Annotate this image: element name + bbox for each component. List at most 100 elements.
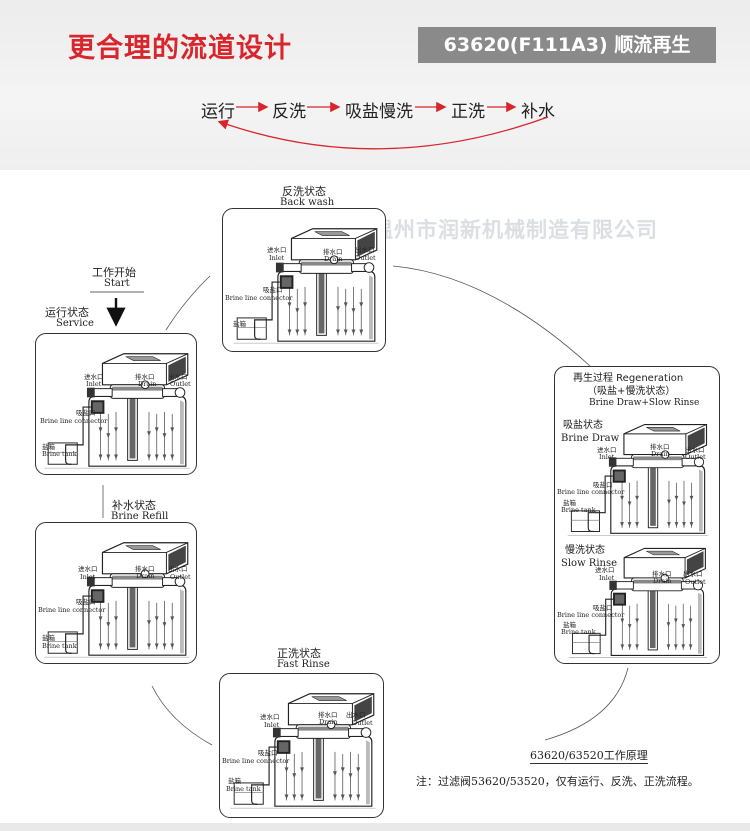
backwash-outlet-cn: 出水口 (355, 246, 375, 254)
service-outlet-en: Outlet (170, 380, 191, 388)
flow-step-backwash: 反洗 (272, 102, 306, 122)
curve-regen-fastrinse (544, 667, 629, 741)
regen-title: 再生过程 Regeneration (573, 373, 684, 384)
fast-rinse-tank-cn: 盐箱 (228, 777, 241, 785)
slow-rinse-outlet-en: Outlet (685, 578, 706, 586)
slow-rinse-diagram (563, 541, 713, 661)
service-outlet-cn: 出水口 (168, 373, 188, 381)
service-drain-en: Drain (138, 380, 157, 388)
fast-rinse-brine-en: Brine line connector (222, 757, 290, 765)
refill-drain-en: Drain (136, 572, 155, 580)
service-panel: 进水口 Inlet 排水口 Drain 出水口 Outlet 吸盐口 Brine… (35, 333, 197, 475)
page-title: 更合理的流道设计 (68, 33, 292, 64)
backwash-inlet-cn: 进水口 (267, 246, 287, 254)
brine-draw-drain-cn: 排水口 (650, 443, 670, 451)
bottom-band (0, 823, 750, 831)
fast-rinse-inlet-cn: 进水口 (260, 713, 280, 721)
service-tank-en: Brine tank (42, 450, 77, 458)
service-inlet-en: Inlet (86, 380, 102, 388)
brine-draw-outlet-en: Outlet (685, 453, 706, 461)
footer-note: 注：过滤阀53620/53520，仅有运行、反洗、正洗流程。 (416, 775, 699, 788)
refill-panel: 进水口 Inlet 排水口 Drain 出水口 Outlet 吸盐口 Brine… (35, 522, 197, 664)
start-label-en: Start (104, 278, 130, 289)
refill-inlet-cn: 进水口 (78, 565, 98, 573)
slow-rinse-inlet-en: Inlet (599, 574, 615, 582)
service-brine-en: Brine line connector (40, 417, 108, 425)
watermark: 温州市润新机械制造有限公司 (372, 218, 658, 242)
brine-draw-tank-cn: 盐箱 (563, 499, 576, 507)
backwash-inlet-en: Inlet (269, 254, 285, 262)
brine-draw-brine-cn: 吸盐口 (593, 481, 613, 489)
slow-rinse-inlet-cn: 进水口 (595, 566, 615, 574)
curve-backwash-regen (392, 265, 591, 367)
brine-draw-caption-en: Brine Draw (561, 433, 620, 444)
service-caption-cn: 运行状态 (45, 306, 89, 319)
backwash-panel: 进水口 Inlet 排水口 Drain 出水口 Outlet 吸盐口 Brine… (222, 208, 386, 352)
refill-outlet-en: Outlet (170, 573, 191, 581)
service-brine-cn: 吸盐口 (76, 409, 96, 417)
slow-rinse-caption-cn: 慢洗状态 (565, 545, 605, 556)
service-caption-en: Service (56, 318, 94, 329)
backwash-diagram (231, 221, 381, 347)
refill-caption-cn: 补水状态 (112, 499, 156, 512)
slow-rinse-drain-en: Drain (653, 577, 672, 585)
refill-brine-en: Brine line connector (38, 606, 106, 614)
backwash-drain-en: Drain (324, 255, 343, 263)
brine-draw-outlet-cn: 出水口 (685, 446, 705, 454)
refill-tank-en: Brine tank (42, 642, 77, 650)
flow-return-arrow (217, 116, 549, 150)
backwash-brine-en: Brine line connector (225, 294, 293, 302)
refill-brine-cn: 吸盐口 (76, 598, 96, 606)
slow-rinse-drain-cn: 排水口 (652, 570, 672, 578)
flow-step-fast-rinse: 正洗 (451, 102, 485, 122)
fast-rinse-inlet-en: Inlet (264, 721, 280, 729)
cycle-curves (90, 265, 629, 746)
backwash-drain-cn: 排水口 (323, 248, 343, 256)
flow-step-brine-slow: 吸盐慢洗 (345, 102, 413, 122)
principle-caption: 63620/63520工作原理 (530, 749, 648, 764)
start-label-cn: 工作开始 (92, 266, 136, 279)
brine-draw-inlet-cn: 进水口 (597, 446, 617, 454)
backwash-caption-en: Back wash (280, 197, 335, 208)
flow-step-service: 运行 (201, 102, 235, 122)
backwash-outlet-en: Outlet (355, 254, 376, 262)
fast-rinse-caption-en: Fast Rinse (277, 659, 330, 670)
refill-caption-en: Brine Refill (111, 511, 169, 522)
refill-tank-cn: 盐箱 (42, 634, 55, 642)
fast-rinse-tank-en: Brine tank (226, 785, 261, 793)
backwash-caption-cn: 反洗状态 (282, 185, 326, 198)
fast-rinse-panel: 进水口 Inlet 排水口 Drain 出水口 Outlet 吸盐口 Brine… (219, 673, 384, 818)
refill-inlet-en: Inlet (80, 573, 96, 581)
fast-rinse-brine-cn: 吸盐口 (258, 749, 278, 757)
slow-rinse-outlet-cn: 出水口 (683, 570, 703, 578)
slow-rinse-brine-cn: 吸盐口 (593, 604, 613, 612)
brine-draw-drain-en: Drain (651, 450, 670, 458)
slow-rinse-tank-en: Brine tank (561, 628, 596, 636)
slow-rinse-caption-en: Slow Rinse (561, 558, 618, 569)
backwash-tank-cn: 盐箱 (233, 320, 246, 328)
brine-draw-diagram (563, 417, 713, 539)
refill-drain-cn: 排水口 (135, 565, 155, 573)
service-tank-cn: 盐箱 (42, 443, 55, 451)
slow-rinse-tank-cn: 盐箱 (563, 621, 576, 629)
refill-outlet-cn: 出水口 (168, 565, 188, 573)
fast-rinse-caption-cn: 正洗状态 (277, 647, 321, 660)
brine-draw-caption-cn: 吸盐状态 (563, 420, 603, 431)
regen-subtitle: （吸盐+慢洗状态） (587, 386, 676, 397)
brine-draw-inlet-en: Inlet (599, 453, 615, 461)
fast-rinse-drain-cn: 排水口 (318, 711, 338, 719)
flow-arrows (217, 101, 549, 150)
regen-english: Brine Draw+Slow Rinse (589, 398, 700, 408)
brine-draw-brine-en: Brine line connector (557, 488, 625, 496)
brine-draw-tank-en: Brine tank (561, 506, 596, 514)
regen-panel: 再生过程 Regeneration （吸盐+慢洗状态） Brine Draw+S… (554, 366, 720, 664)
backwash-brine-cn: 吸盐口 (263, 286, 283, 294)
fast-rinse-diagram (228, 686, 378, 812)
service-drain-cn: 排水口 (135, 373, 155, 381)
curve-fastrinse-refill (151, 685, 213, 746)
fast-rinse-outlet-cn: 出水口 (346, 711, 366, 719)
service-inlet-cn: 进水口 (84, 373, 104, 381)
slow-rinse-brine-en: Brine line connector (557, 611, 625, 619)
fast-rinse-outlet-en: Outlet (352, 719, 373, 727)
